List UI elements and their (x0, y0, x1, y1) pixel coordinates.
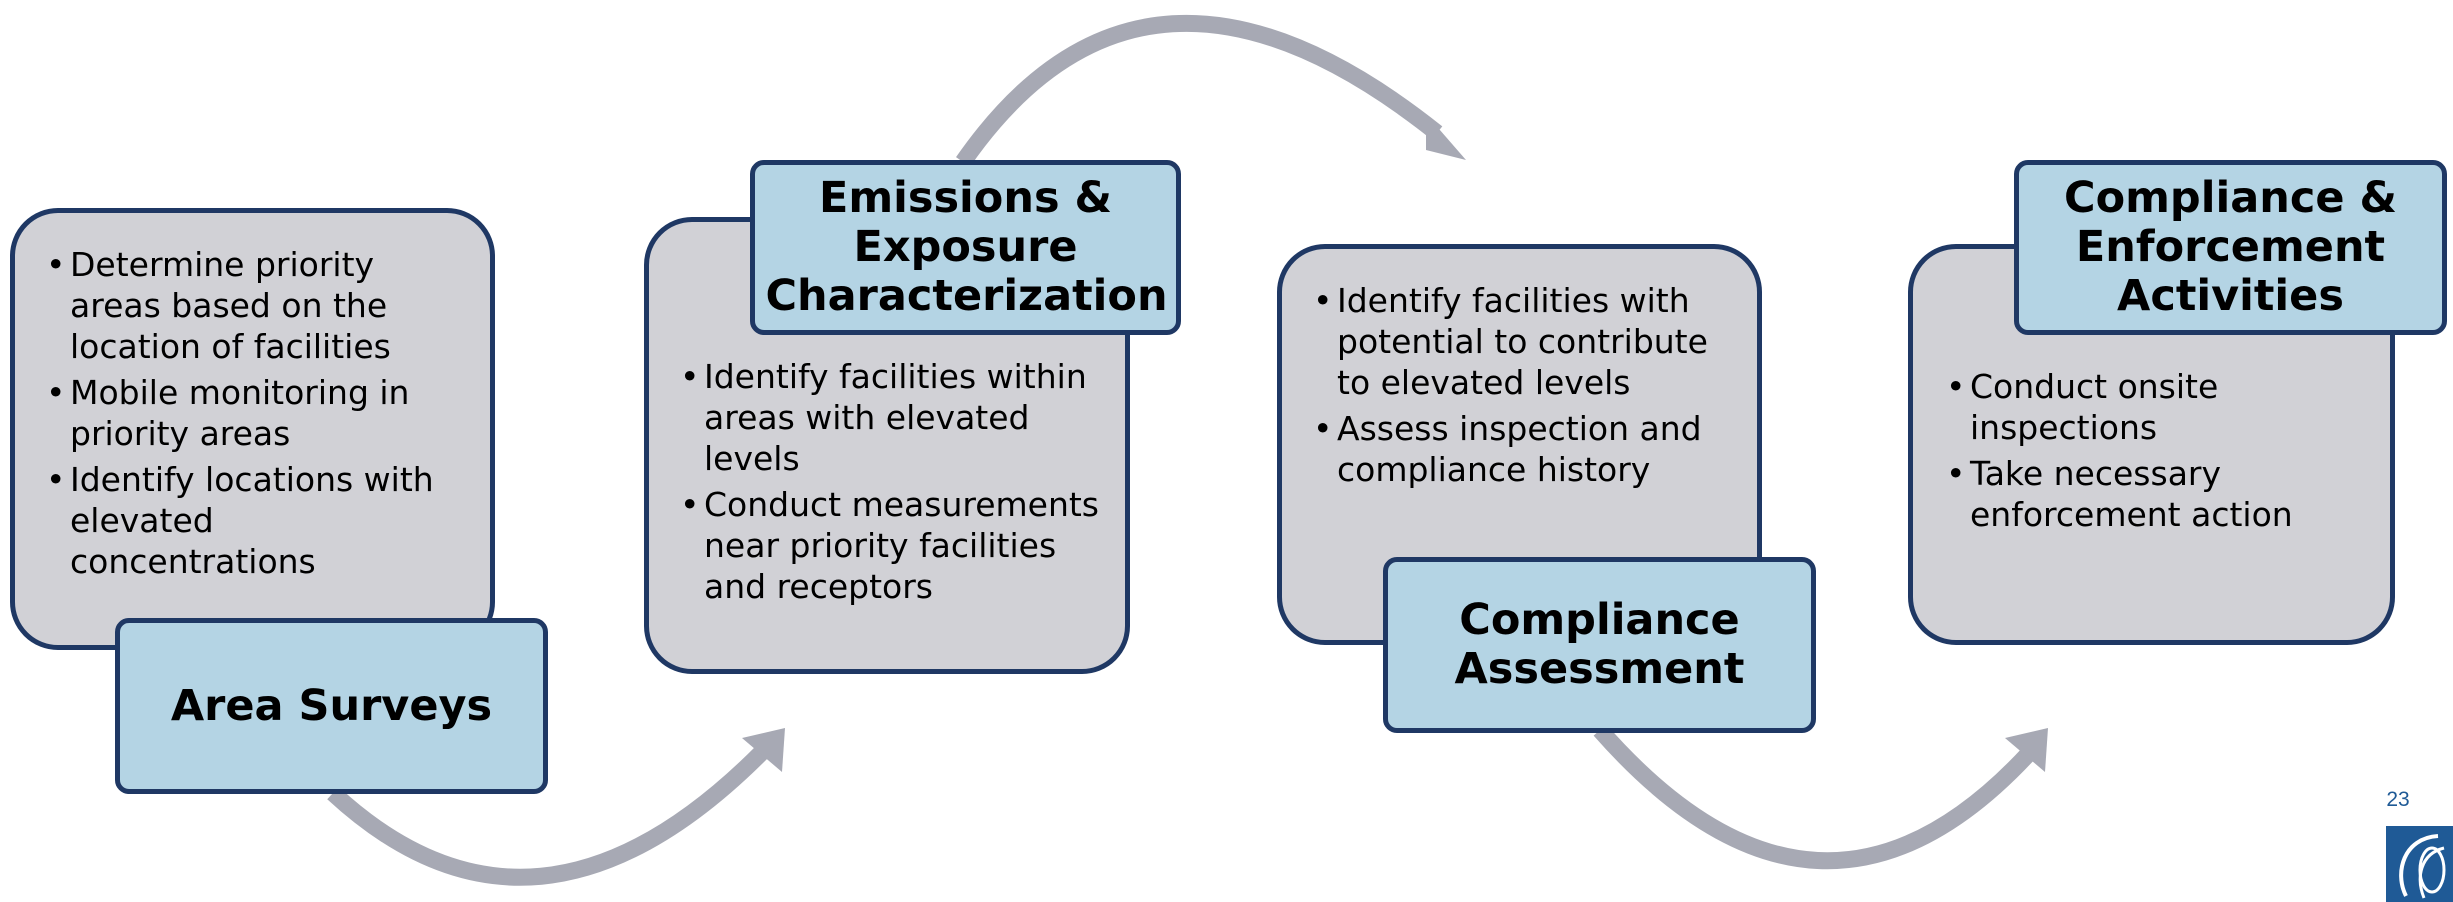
compliance-assessment-title-box: Compliance Assessment (1383, 557, 1816, 733)
compliance-assessment-title: Compliance Assessment (1454, 595, 1745, 694)
emissions-title-box: Emissions & Exposure Characterization (750, 160, 1181, 335)
area-surveys-title-box: Area Surveys (115, 618, 548, 794)
bullet-item: Mobile monitoring in priority areas (46, 372, 466, 454)
emissions-title: Emissions & Exposure Characterization (765, 173, 1168, 321)
compliance-assessment-bullets: Identify facilities with potential to co… (1313, 280, 1733, 495)
arrowhead-surveys-to-emissions (742, 728, 785, 772)
arrow-emissions-to-assessment (956, 14, 1443, 167)
area-surveys-title: Area Surveys (170, 680, 493, 731)
emissions-bullets: Identify facilities within areas with el… (680, 356, 1100, 612)
bullet-item: Identify locations with elevated concent… (46, 459, 466, 582)
page-number: 23 (2386, 788, 2410, 811)
bullet-item: Identify facilities with potential to co… (1313, 280, 1733, 403)
arrowhead-assessment-to-enforcement (2005, 728, 2048, 772)
enforcement-title-box: Compliance & Enforcement Activities (2014, 160, 2447, 335)
enforcement-bullets: Conduct onsite inspections Take necessar… (1946, 366, 2366, 540)
bullet-item: Assess inspection and compliance history (1313, 408, 1733, 490)
bullet-item: Determine priority areas based on the lo… (46, 244, 466, 367)
arrow-assessment-to-enforcement (1593, 724, 2037, 870)
enforcement-title: Compliance & Enforcement Activities (2064, 173, 2397, 321)
bullet-item: Take necessary enforcement action (1946, 453, 2366, 535)
arrow-surveys-to-emissions (327, 746, 769, 886)
bullet-item: Conduct onsite inspections (1946, 366, 2366, 448)
arrowhead-emissions-to-assessment (1426, 114, 1466, 160)
area-surveys-bullets: Determine priority areas based on the lo… (46, 244, 466, 587)
agency-logo-icon (2386, 826, 2453, 902)
bullet-item: Identify facilities within areas with el… (680, 356, 1100, 479)
bullet-item: Conduct measurements near priority facil… (680, 484, 1100, 607)
